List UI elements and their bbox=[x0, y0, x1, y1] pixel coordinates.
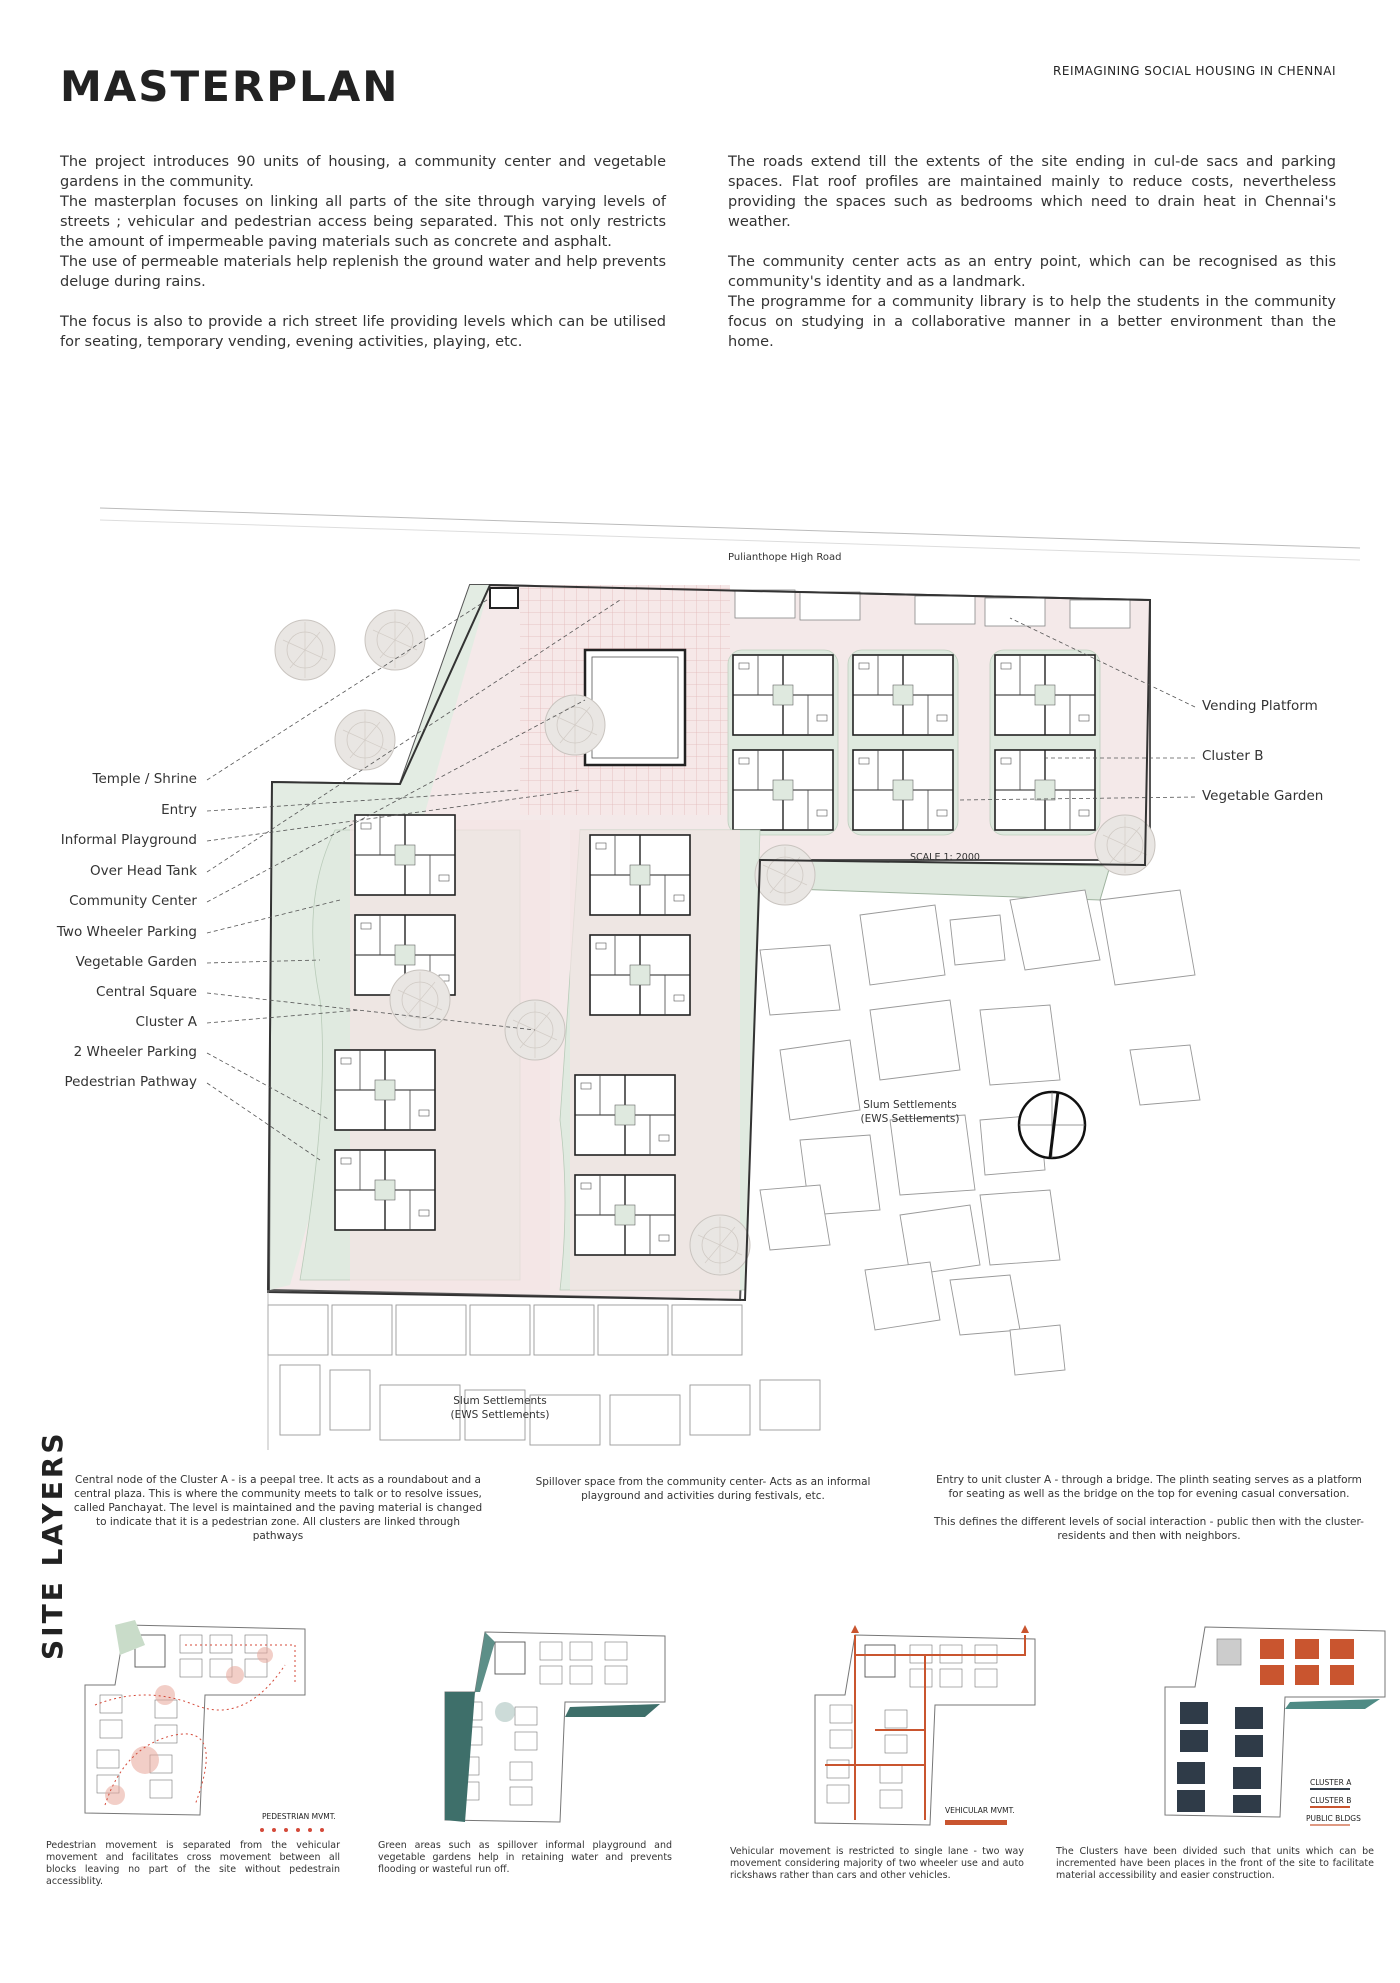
note-spillover: Spillover space from the community cente… bbox=[535, 1476, 871, 1502]
slum-label-bottom-line1: Slum Settlements bbox=[453, 1395, 547, 1407]
label-entry: Entry bbox=[161, 802, 197, 818]
caption-clusters: The Clusters have been divided such that… bbox=[1056, 1846, 1374, 1881]
intro-left-p3: The use of permeable materials help repl… bbox=[60, 254, 666, 290]
intro-right: The roads extend till the extents of the… bbox=[728, 152, 1336, 352]
caption-green: Green areas such as spillover informal p… bbox=[378, 1840, 672, 1875]
scale-label: SCALE 1: 2000 bbox=[910, 852, 980, 863]
label-over-head-tank: Over Head Tank bbox=[89, 863, 197, 879]
label-temple-shrine: Temple / Shrine bbox=[92, 771, 197, 787]
slum-label-right-line2: (EWS Settlements) bbox=[860, 1113, 960, 1125]
label-pedestrian-pathway: Pedestrian Pathway bbox=[64, 1074, 197, 1090]
page-title: MASTERPLAN bbox=[60, 62, 400, 111]
intro-right-p1: The roads extend till the extents of the… bbox=[728, 154, 1336, 230]
north-arrow-icon bbox=[1017, 1090, 1087, 1160]
intro-right-p2: The community center acts as an entry po… bbox=[728, 254, 1336, 290]
page-subtitle: REIMAGINING SOCIAL HOUSING IN CHENNAI bbox=[1053, 64, 1336, 78]
note-social-interaction: This defines the different levels of soc… bbox=[934, 1516, 1364, 1542]
slum-label-right: Slum Settlements (EWS Settlements) bbox=[840, 1098, 980, 1126]
label-cluster-a: Cluster A bbox=[135, 1014, 197, 1030]
road-label: Pulianthope High Road bbox=[728, 552, 842, 563]
slum-label-right-line1: Slum Settlements bbox=[863, 1099, 957, 1111]
label-vending-platform: Vending Platform bbox=[1202, 698, 1318, 714]
label-informal-playground: Informal Playground bbox=[60, 832, 197, 848]
label-central-square: Central Square bbox=[96, 984, 197, 1000]
intro-left: The project introduces 90 units of housi… bbox=[60, 152, 666, 352]
slum-label-bottom-line2: (EWS Settlements) bbox=[450, 1409, 550, 1421]
legend-pedestrian: PEDESTRIAN MVMT. bbox=[262, 1812, 336, 1821]
caption-pedestrian: Pedestrian movement is separated from th… bbox=[46, 1840, 340, 1887]
intro-right-p3: The programme for a community library is… bbox=[728, 294, 1336, 350]
legend-vehicular: VEHICULAR MVMT. bbox=[945, 1806, 1015, 1815]
label-2-wheeler-parking: 2 Wheeler Parking bbox=[73, 1044, 197, 1060]
legend-cluster-b: CLUSTER B bbox=[1310, 1796, 1352, 1805]
slum-label-bottom: Slum Settlements (EWS Settlements) bbox=[430, 1394, 570, 1422]
label-community-center: Community Center bbox=[69, 893, 197, 909]
intro-left-p2: The masterplan focuses on linking all pa… bbox=[60, 194, 666, 250]
legend-cluster-a: CLUSTER A bbox=[1310, 1778, 1352, 1787]
legend-public-bldgs: PUBLIC BLDGS bbox=[1306, 1814, 1361, 1823]
intro-left-p1: The project introduces 90 units of housi… bbox=[60, 154, 666, 190]
label-vegetable-garden-a: Vegetable Garden bbox=[75, 954, 197, 970]
note-entry-cluster-a: Entry to unit cluster A - through a brid… bbox=[936, 1474, 1362, 1500]
intro-left-p4: The focus is also to provide a rich stre… bbox=[60, 314, 666, 350]
caption-vehicular: Vehicular movement is restricted to sing… bbox=[730, 1846, 1024, 1881]
note-central-node: Central node of the Cluster A - is a pee… bbox=[73, 1474, 483, 1542]
label-cluster-b: Cluster B bbox=[1202, 748, 1264, 764]
label-vegetable-garden-b: Vegetable Garden bbox=[1202, 788, 1324, 804]
label-two-wheeler-parking: Two Wheeler Parking bbox=[56, 924, 197, 940]
